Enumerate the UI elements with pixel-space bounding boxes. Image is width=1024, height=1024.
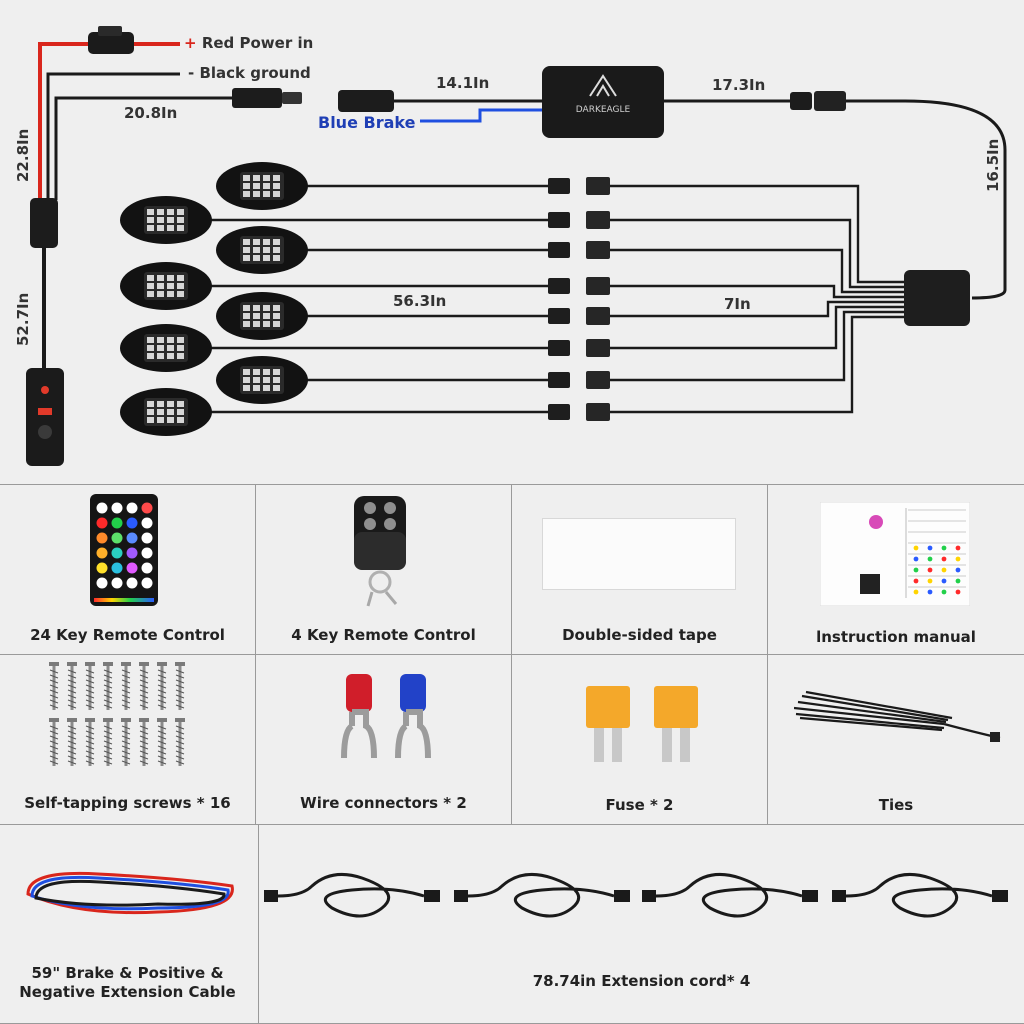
cable-tie-icon bbox=[794, 690, 1001, 742]
wire-junction bbox=[30, 198, 58, 248]
led-pod-assembly bbox=[120, 315, 904, 436]
accessory-label-3: lnstruction manual bbox=[816, 628, 976, 646]
led-pod-assembly bbox=[216, 292, 904, 340]
led-pod-icon bbox=[216, 162, 308, 210]
led-pod-icon bbox=[216, 356, 308, 404]
remote-24-key-icon bbox=[90, 494, 158, 606]
led-pod-icon bbox=[120, 388, 212, 436]
length-17-3: 17.3In bbox=[712, 76, 766, 94]
black-ground-label: - Black ground bbox=[188, 64, 311, 82]
led-pod-assembly bbox=[120, 262, 904, 310]
led-pod-icon bbox=[120, 262, 212, 310]
power-switch bbox=[26, 368, 64, 466]
wiring-diagram: DARKEAGLE bbox=[26, 26, 1007, 466]
key-fob-icon bbox=[354, 496, 406, 607]
tape-icon bbox=[542, 518, 736, 590]
extension-cord-icon bbox=[832, 872, 1008, 918]
dc-socket bbox=[338, 90, 394, 112]
accessory-label-4: Self-tapping screws * 16 bbox=[24, 794, 231, 812]
led-pod-icon bbox=[120, 324, 212, 372]
accessory-label-9: 78.74in Extension cord* 4 bbox=[532, 972, 751, 990]
spade-connector-icon bbox=[341, 674, 431, 759]
extension-cord-icon bbox=[454, 872, 630, 918]
accessory-label-5: Wire connectors * 2 bbox=[300, 794, 467, 812]
led-pod-icon bbox=[216, 292, 308, 340]
accessory-label-8: 59" Brake & Positive & Negative Extensio… bbox=[19, 964, 236, 1001]
length-22-8: 22.8In bbox=[14, 128, 32, 182]
black-ground-wire bbox=[46, 72, 180, 200]
led-pod-assembly bbox=[216, 310, 904, 404]
screws-icon bbox=[49, 662, 185, 766]
accessory-label-7: Ties bbox=[878, 796, 914, 814]
blue-brake-label: Blue Brake bbox=[318, 113, 416, 132]
length-14-1: 14.1In bbox=[436, 74, 490, 92]
extension-cord-icon bbox=[264, 872, 440, 918]
extension-cord-row bbox=[262, 868, 1024, 928]
red-power-label: + Red Power in bbox=[184, 34, 314, 52]
accessory-label-6: Fuse * 2 bbox=[605, 796, 674, 814]
led-pod-assembly bbox=[216, 226, 904, 294]
inline-fuse-holder bbox=[88, 32, 134, 54]
fuse-icon bbox=[586, 686, 698, 762]
length-56-3: 56.3In bbox=[393, 292, 447, 310]
led-pod-icon bbox=[216, 226, 308, 274]
brand-label: DARKEAGLE bbox=[576, 105, 631, 115]
length-16-5: 16.5In bbox=[984, 138, 1002, 192]
length-52-7: 52.7In bbox=[14, 292, 32, 346]
led-pod-icon bbox=[120, 196, 212, 244]
dc-plug bbox=[232, 88, 282, 108]
blue-brake-wire bbox=[420, 108, 542, 123]
red-power-wire bbox=[38, 42, 180, 200]
length-20-8: 20.8In bbox=[124, 104, 178, 122]
accessory-label-1: 4 Key Remote Control bbox=[291, 626, 476, 644]
accessory-label-0: 24 Key Remote Control bbox=[30, 626, 225, 644]
manual-icon bbox=[820, 502, 970, 606]
length-7: 7In bbox=[724, 295, 751, 313]
controller-box bbox=[542, 66, 664, 138]
led-pod-assembly bbox=[120, 305, 904, 372]
accessories-grid: 24 Key Remote Control 4 Key Remote Contr… bbox=[0, 484, 1024, 1024]
tri-color-cable-icon bbox=[26, 871, 234, 915]
extension-cord-icon bbox=[642, 872, 818, 918]
distribution-hub bbox=[904, 270, 970, 326]
accessory-label-2: Double-sided tape bbox=[562, 626, 717, 644]
led-pod-assembly bbox=[120, 196, 904, 289]
led-pod-assembly bbox=[216, 162, 904, 284]
